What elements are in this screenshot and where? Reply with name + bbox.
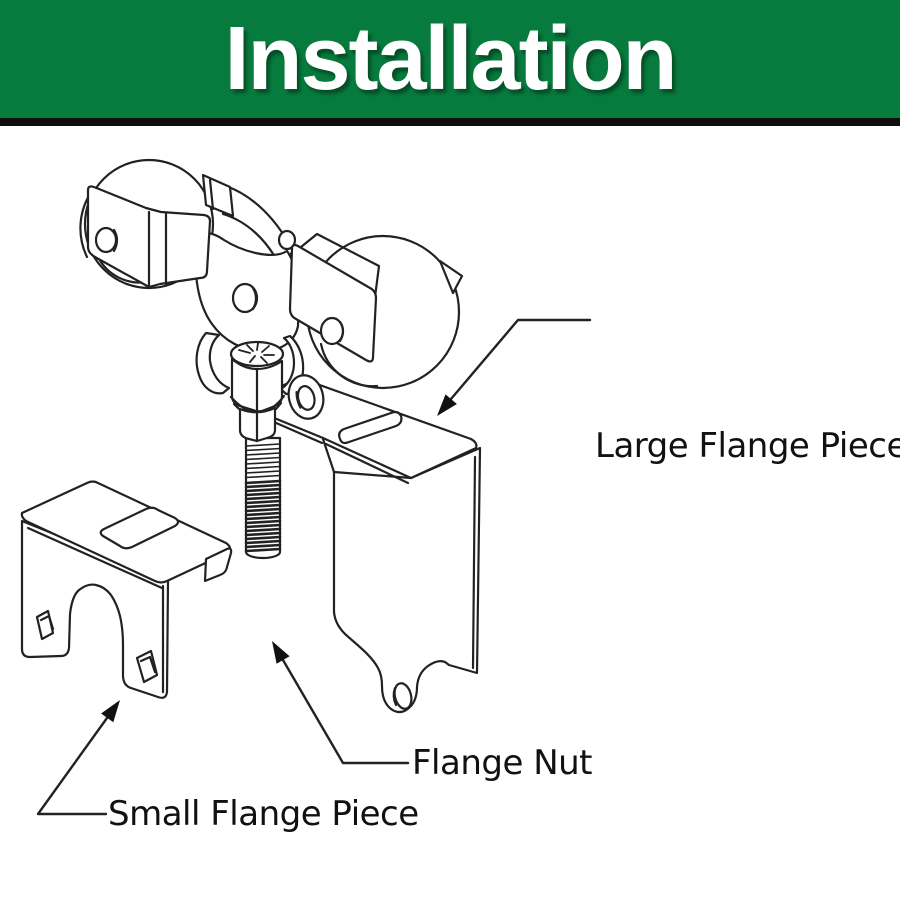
label-small-flange-piece: Small Flange Piece [108,794,419,834]
header-banner: Installation [0,0,900,118]
installation-drawing [20,158,592,816]
page-title: Installation [224,9,677,109]
eyelet-ring [287,374,325,420]
label-large-flange-piece: Large Flange Piece [595,426,900,466]
small-flange-piece-drawing [20,480,233,699]
small-flange-leader-line [36,716,109,816]
flange-nut-arrowhead-icon [272,641,290,664]
threaded-bolt-drawing [244,436,282,560]
header-divider [0,118,900,126]
flange-nut-leader-line [281,658,410,765]
large-flange-arrowhead-icon [437,394,457,416]
label-flange-nut: Flange Nut [412,743,593,783]
large-flange-piece-drawing [238,376,482,714]
leader-lines [36,318,592,816]
large-flange-leader-line [449,318,592,401]
small-flange-arrowhead-icon [101,700,120,723]
installation-diagram: Large Flange Piece Flange Nut Small Flan… [0,126,900,900]
trolley-roller-assembly-drawing [79,158,464,443]
flange-nut-drawing [229,340,285,368]
